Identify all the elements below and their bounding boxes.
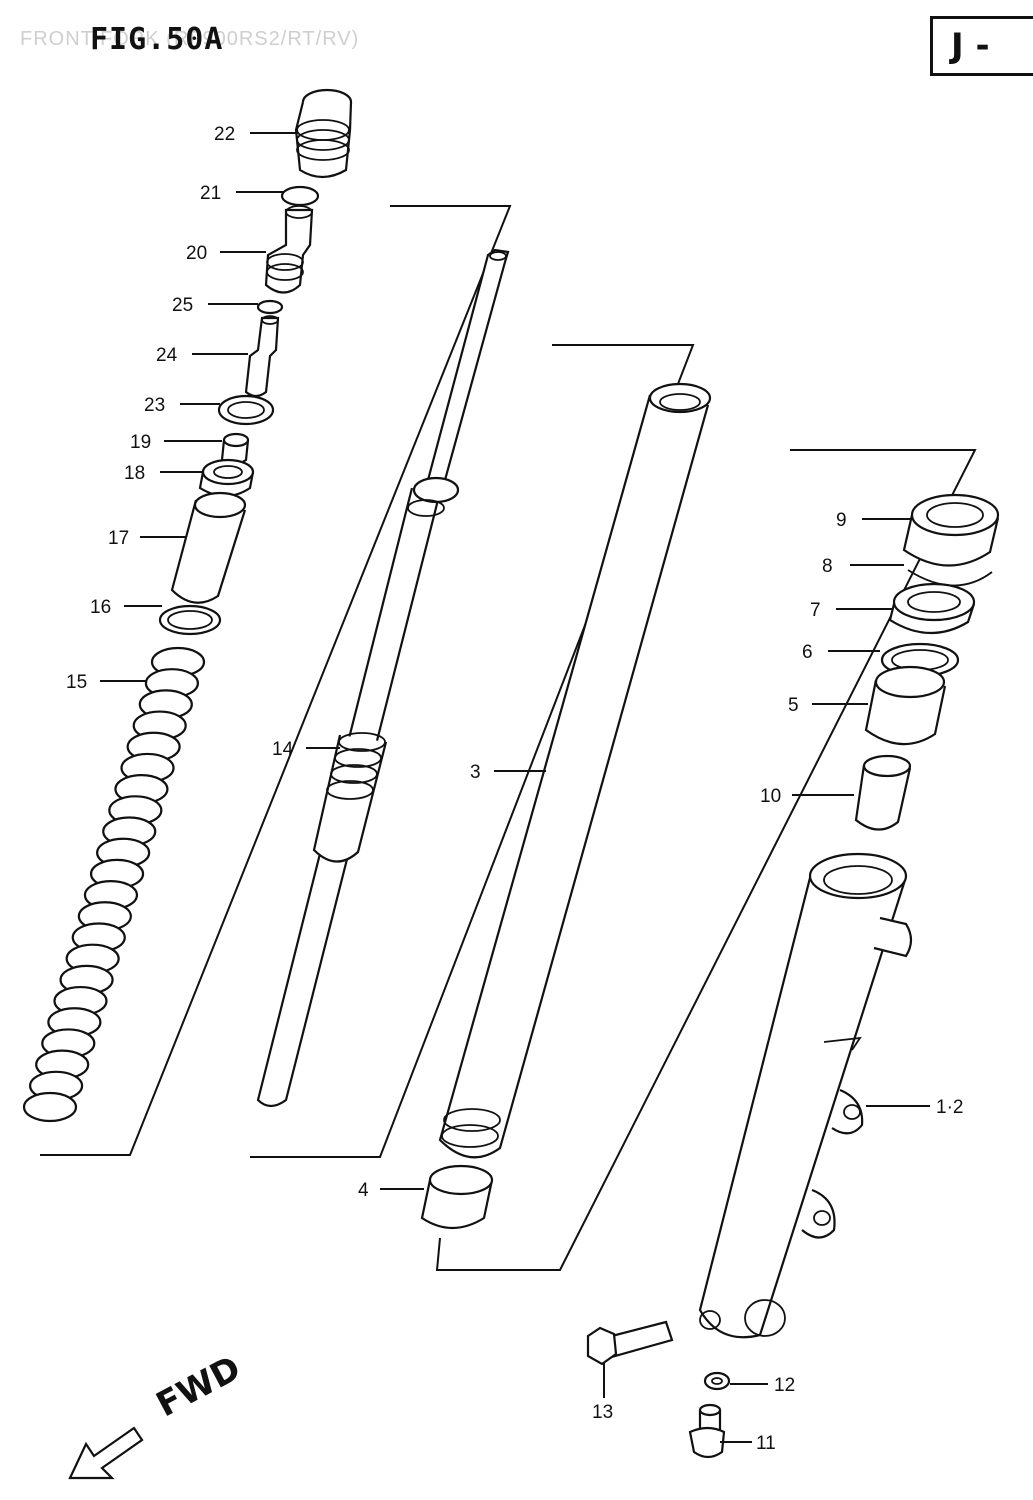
callout-6: 6 — [802, 642, 813, 663]
callout-5: 5 — [788, 695, 799, 716]
callout-11: 11 — [756, 1433, 776, 1454]
callout-23: 23 — [144, 395, 165, 416]
part-seat-18 — [198, 458, 255, 498]
part-dust-seal — [902, 493, 1000, 567]
figure-title: FIG.50A — [90, 22, 224, 57]
part-adjuster — [264, 205, 314, 294]
callout-24: 24 — [156, 345, 178, 366]
part-damper-piston — [854, 754, 912, 831]
frame-spring-group — [40, 205, 512, 1156]
part-washer-23 — [217, 394, 275, 426]
callout-20: 20 — [186, 243, 207, 264]
leader-lines — [100, 132, 930, 1443]
callout-15: 15 — [66, 672, 87, 693]
spring-coil — [22, 1091, 78, 1123]
callout-3: 3 — [470, 762, 481, 783]
part-damper-rod-bolt — [688, 1403, 726, 1459]
callout-9: 9 — [836, 510, 847, 531]
callout-4: 4 — [358, 1180, 369, 1201]
part-guide-bushing — [864, 665, 947, 746]
part-fork-spring — [22, 646, 206, 1123]
part-gasket-12 — [703, 1371, 731, 1391]
callout-21: 21 — [200, 183, 221, 204]
part-axle-pinch-bolt — [586, 1320, 674, 1366]
callout-18: 18 — [124, 463, 145, 484]
callout-16: 16 — [90, 597, 111, 618]
callout-13: 13 — [592, 1402, 613, 1423]
part-oil-seal — [888, 582, 976, 635]
region-code-box: J - — [930, 16, 1033, 76]
callout-8: 8 — [822, 556, 833, 577]
callout-17: 17 — [108, 528, 129, 549]
callout-14: 14 — [272, 739, 294, 760]
frame-inner-tube-group — [250, 344, 695, 1158]
part-stopper-ring — [907, 569, 993, 587]
forward-arrow-icon — [68, 1426, 144, 1480]
callout-10: 10 — [760, 786, 781, 807]
part-damper-rod — [256, 248, 510, 1108]
part-adjust-rod — [244, 315, 280, 398]
part-outer-tube — [698, 852, 913, 1339]
callout-1-2: 1·2 — [936, 1097, 963, 1118]
part-washer-16 — [158, 604, 222, 636]
callout-25: 25 — [172, 295, 193, 316]
callout-7: 7 — [810, 600, 821, 621]
callout-12: 12 — [774, 1375, 795, 1396]
figure-subtitle: FRONT FORK (RF900RS2/RT/RV) — [20, 28, 360, 50]
part-o-ring-21 — [280, 185, 320, 207]
part-slide-bushing — [420, 1164, 494, 1229]
part-cap-bolt — [294, 88, 353, 179]
frame-outer-tube-group — [435, 449, 977, 1271]
part-spacer-17 — [170, 491, 247, 604]
callout-22: 22 — [214, 124, 235, 145]
part-o-ring-25 — [256, 299, 284, 315]
part-inner-tube — [438, 382, 712, 1159]
callout-19: 19 — [130, 432, 151, 453]
